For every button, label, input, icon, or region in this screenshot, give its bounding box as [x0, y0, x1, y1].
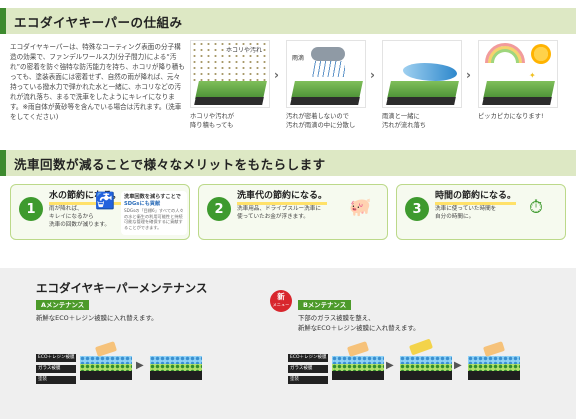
- chevron-right-icon: ›: [466, 68, 471, 82]
- maintenance-title: エコダイヤキーパーメンテナンス: [36, 281, 208, 295]
- arrow-right-icon: ▶: [136, 360, 144, 371]
- arrow-right-icon: ▶: [386, 360, 394, 371]
- stopwatch-icon: ⏱: [529, 197, 544, 218]
- new-menu-badge: 新 メニュー: [270, 290, 292, 312]
- step-tag: ホコリや汚れ: [225, 45, 264, 54]
- b-after-illustration: [468, 341, 520, 382]
- step-caption: 汚れが密着しないので 汚れが雨滴の中に分散し: [286, 113, 356, 129]
- merit-desc: 雨が降れば、 キレイになるから 洗車の回数が減ります。: [49, 206, 110, 228]
- a-maintenance-label: Aメンテナンス: [36, 300, 90, 310]
- a-after-illustration: [150, 348, 202, 382]
- clean-illustration: ✦: [478, 40, 558, 108]
- b-maintenance-desc: 下部のガラス被膜を整え、 新鮮なECO＋レジン被膜に入れ替えます。: [298, 314, 420, 332]
- section-header-mechanism: エコダイヤキーパーの仕組み: [0, 8, 576, 34]
- note-desc: SDGsの「目標6」すべての人々の水と衛生の利用可能性と持続可能な管理を確保する…: [124, 208, 184, 230]
- arrow-right-icon: ▶: [454, 360, 462, 371]
- merit-card-cost: 2 洗車代の節約になる。 洗車用品、ドライブスルー洗車に 使っていたお金が浮きま…: [198, 184, 388, 240]
- note-highlight: SDGsにも貢献: [124, 201, 161, 207]
- merit-card-water: 1 水の節約になる。 雨が降れば、 キレイになるから 洗車の回数が減ります。 🚰…: [10, 184, 190, 240]
- sun-icon: [531, 44, 551, 64]
- piggy-bank-icon: 🐖: [349, 197, 372, 218]
- b-maintenance-label: Bメンテナンス: [298, 300, 352, 310]
- layer-label: 塗装: [36, 376, 76, 384]
- dust-falling-illustration: ホコリや汚れ: [190, 40, 270, 108]
- layer-label: ECO＋レジン被膜: [36, 354, 76, 362]
- section-title: エコダイヤキーパーの仕組み: [14, 14, 183, 30]
- water-flow-illustration: [382, 40, 462, 108]
- merit-title: 時間の節約になる。: [435, 191, 517, 205]
- a-maintenance-desc: 新鮮なECO＋レジン被膜に入れ替えます。: [36, 314, 158, 322]
- merit-title: 洗車代の節約になる。: [237, 191, 328, 205]
- step-3: 雨滴と一緒に 汚れが流れ落ち: [382, 40, 462, 130]
- step-tag: 雨滴: [291, 53, 306, 62]
- mechanism-steps: ホコリや汚れ ホコリや汚れが 降り積もっても › 雨滴 汚れが密着しないので 汚…: [190, 40, 570, 140]
- maintenance-section: エコダイヤキーパーメンテナンス Aメンテナンス 新鮮なECO＋レジン被膜に入れ替…: [0, 268, 576, 419]
- intro-text: エコダイヤキーパーは、特殊なコーティング表面の分子構造の効果で、ファンデルワール…: [10, 43, 185, 121]
- b-step1-illustration: [332, 341, 384, 382]
- step-caption: ホコリや汚れが 降り積もっても: [190, 113, 235, 129]
- layer-legend: ECO＋レジン被膜 ガラス被膜 塗装: [288, 354, 328, 387]
- faucet-icon: 🚰: [95, 191, 115, 210]
- layer-label: 塗装: [288, 376, 328, 384]
- layer-label: ガラス被膜: [36, 365, 76, 373]
- merit-number: 3: [405, 197, 429, 221]
- layer-label: ECO＋レジン被膜: [288, 354, 328, 362]
- chevron-right-icon: ›: [370, 68, 375, 82]
- b-step2-illustration: [400, 338, 452, 382]
- merit-number: 2: [207, 197, 231, 221]
- merit-title: 水の節約になる。: [49, 191, 122, 205]
- step-caption: ピッカピカになります!: [478, 113, 544, 120]
- sdgs-note: 洗車回数を減らすことで SDGsにも貢献 SDGsの「目標6」すべての人々の水と…: [121, 191, 187, 235]
- step-1: ホコリや汚れ ホコリや汚れが 降り積もっても: [190, 40, 270, 130]
- merit-number: 1: [19, 197, 43, 221]
- section-header-merits: 洗車回数が減ることで様々なメリットをもたらします: [0, 150, 576, 176]
- merit-card-time: 3 時間の節約になる。 洗車に使っていた時間を 自分の時間に。 ⏱: [396, 184, 566, 240]
- note-title: 洗車回数を減らすことで: [124, 194, 181, 200]
- merit-desc: 洗車用品、ドライブスルー洗車に 使っていたお金が浮きます。: [237, 206, 321, 220]
- chevron-right-icon: ›: [274, 68, 279, 82]
- layer-label: ガラス被膜: [288, 365, 328, 373]
- step-2: 雨滴 汚れが密着しないので 汚れが雨滴の中に分散し: [286, 40, 366, 130]
- step-caption: 雨滴と一緒に 汚れが流れ落ち: [382, 113, 427, 129]
- rain-illustration: 雨滴: [286, 40, 366, 108]
- sparkle-icon: ✦: [529, 71, 536, 80]
- merit-desc: 洗車に使っていた時間を 自分の時間に。: [435, 206, 497, 220]
- section-title: 洗車回数が減ることで様々なメリットをもたらします: [14, 156, 326, 172]
- a-before-illustration: [80, 341, 132, 382]
- layer-legend: ECO＋レジン被膜 ガラス被膜 塗装: [36, 354, 76, 387]
- step-4: ✦ ピッカピカになります!: [478, 40, 558, 121]
